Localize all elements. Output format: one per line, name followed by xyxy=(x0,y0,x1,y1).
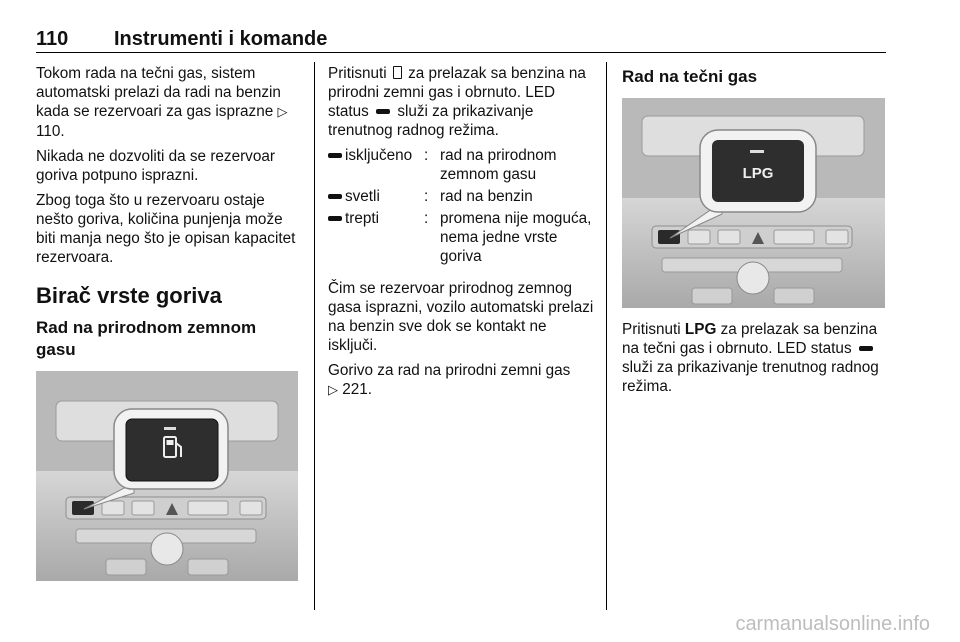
page-ref-link[interactable]: 110. xyxy=(36,123,65,140)
chapter-title: Instrumenti i komande xyxy=(114,28,328,50)
paragraph-fuel-ref: Gorivo za rad na prirodni zemni gas ▷ 22… xyxy=(328,362,571,398)
section-heading: Birač vrste goriva xyxy=(36,283,222,308)
figure-lpg-button: LPG xyxy=(622,98,885,308)
led-status-icon xyxy=(328,194,342,200)
xref-triangle-icon: ▷ xyxy=(328,383,338,398)
paragraph-cng-switch: Pritisnuti za prelazak sa benzina na pri… xyxy=(328,65,586,139)
cng-console-illustration xyxy=(36,371,298,581)
paragraph-capacity: Zbog toga što u rezervoaru ostaje nešto … xyxy=(36,192,296,266)
paragraph-auto-switch: Čim se rezervoar prirodnog zemnog gasa i… xyxy=(328,280,594,354)
subsection-heading-cng: Rad na prirodnom zemnom gasu xyxy=(36,318,257,359)
xref-triangle-icon: ▷ xyxy=(277,105,288,120)
column-divider-1 xyxy=(314,62,315,610)
page-number: 110 xyxy=(36,28,69,50)
fuel-pump-icon xyxy=(392,66,402,79)
lpg-console-illustration: LPG xyxy=(622,98,885,308)
led-status-icon xyxy=(328,153,342,159)
lpg-button-label: LPG xyxy=(743,165,774,182)
page-ref-link[interactable]: 221. xyxy=(342,381,373,398)
page-header: 110 Instrumenti i komande xyxy=(36,28,886,52)
led-status-icon xyxy=(328,216,342,222)
header-rule xyxy=(36,52,886,53)
column-3: Rad na tečni gas xyxy=(622,64,886,402)
subsection-heading-lpg: Rad na tečni gas xyxy=(622,67,758,86)
fuel-pump-icon xyxy=(163,436,182,458)
led-status-icon xyxy=(858,346,873,352)
column-1: Tokom rada na tečni gas, sistem automats… xyxy=(36,64,298,581)
paragraph-lpg-switch-button: Pritisnuti LPG za prelazak sa benzina na… xyxy=(622,321,879,395)
led-state-row: trepti : promena nije moguća, nema jedne… xyxy=(328,209,594,269)
led-state-row: isključeno : rad na prirodnom zemnom gas… xyxy=(328,146,594,187)
column-divider-2 xyxy=(606,62,607,610)
figure-cng-button xyxy=(36,371,298,581)
led-status-icon xyxy=(376,109,391,115)
led-state-table: isključeno : rad na prirodnom zemnom gas… xyxy=(328,146,594,269)
paragraph-lpg-switch: Tokom rada na tečni gas, sistem automats… xyxy=(36,65,288,140)
paragraph-warning: Nikada ne dozvoliti da se rezervoar gori… xyxy=(36,148,275,184)
column-2: Pritisnuti za prelazak sa benzina na pri… xyxy=(328,64,594,406)
watermark: carmanualsonline.info xyxy=(735,613,930,635)
led-state-row: svetli : rad na benzin xyxy=(328,187,594,209)
